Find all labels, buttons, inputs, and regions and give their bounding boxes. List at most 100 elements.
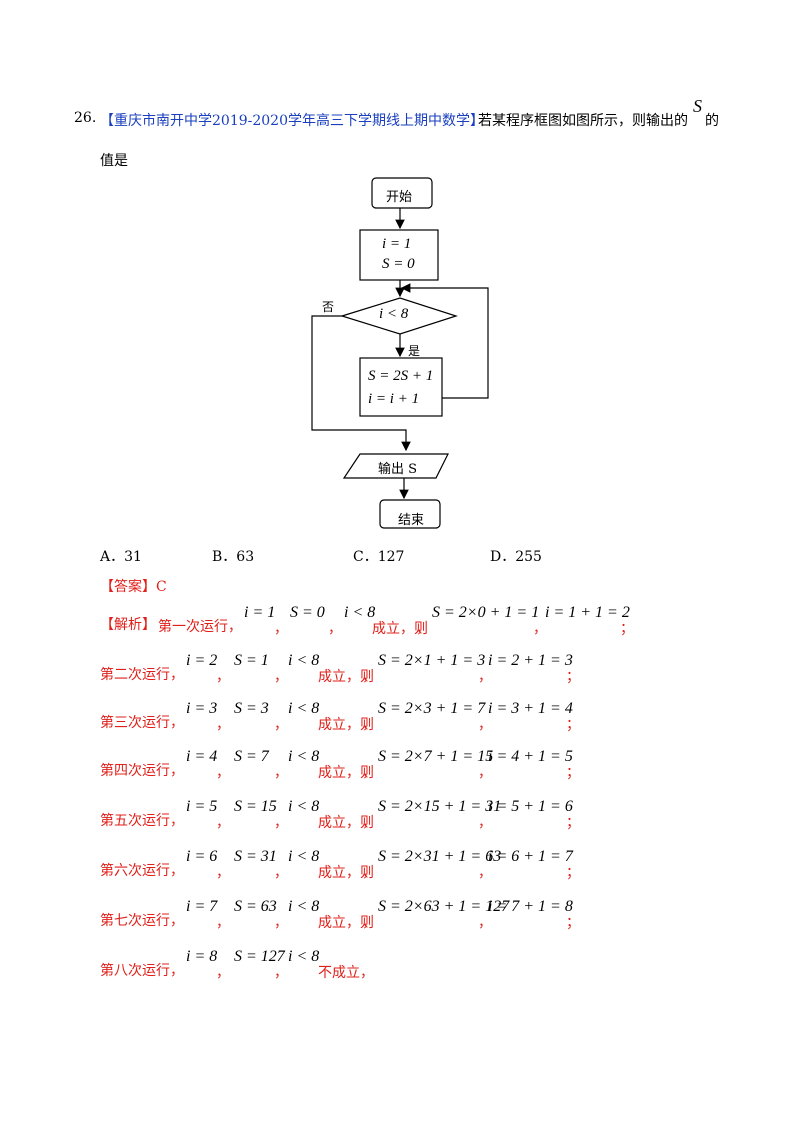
row-comma: ， [216, 915, 230, 931]
row-status: 成立，则 [318, 865, 374, 881]
analysis-label: 【解析】 [100, 617, 156, 633]
row-s: S = 0 [290, 604, 325, 621]
row-s-calc: S = 2×0 + 1 = 1 [432, 604, 540, 621]
row-comma: ， [362, 915, 376, 931]
row-comma: ， [274, 621, 288, 637]
row-s: S = 63 [234, 898, 277, 915]
option-b: B．63 [212, 549, 255, 565]
row-comma: ， [478, 765, 492, 781]
row-comma: ， [274, 965, 288, 981]
row-comma: ， [362, 865, 376, 881]
row-end: ； [620, 621, 634, 637]
decision-diamond [339, 297, 458, 335]
row-i-calc: i = 5 + 1 = 6 [488, 798, 573, 815]
row-i-calc: i = 1 + 1 = 2 [545, 604, 630, 621]
row-comma: ， [274, 865, 288, 881]
row-cond: i < 8 [288, 948, 320, 965]
row-i: i = 1 [244, 604, 276, 621]
answer: 【答案】C [100, 579, 167, 595]
row-i: i = 8 [186, 948, 218, 965]
row-cond: i < 8 [288, 700, 320, 717]
row-comma: ， [216, 865, 230, 881]
row-i: i = 6 [186, 848, 218, 865]
question-var: S [693, 96, 702, 116]
row-status: 成立，则 [318, 717, 374, 733]
flow-no-label: 否 [322, 300, 335, 314]
row-comma: ， [216, 669, 230, 685]
flow-cond-label: i < 8 [379, 306, 409, 322]
flow-body2-label: i = i + 1 [368, 391, 420, 407]
row-cond: i < 8 [288, 898, 320, 915]
option-d: D．255 [490, 549, 542, 565]
row-comma: ， [216, 815, 230, 831]
row-s-calc: S = 2×7 + 1 = 15 [378, 748, 494, 765]
row-end: ； [566, 717, 580, 733]
row-s-calc: S = 2×1 + 1 = 3 [378, 652, 486, 669]
row-prefix: 第二次运行， [100, 667, 184, 683]
row-comma: ， [216, 717, 230, 733]
row-comma: ， [416, 621, 430, 637]
row-cond: i < 8 [288, 798, 320, 815]
row-s: S = 7 [234, 748, 269, 765]
row-comma: ， [274, 815, 288, 831]
row-i: i = 3 [186, 700, 218, 717]
flow-yes-label: 是 [408, 344, 421, 358]
row-comma: ， [362, 815, 376, 831]
question-number: 26. [74, 110, 97, 126]
row-cond: i < 8 [344, 604, 376, 621]
row-i-calc: i = 6 + 1 = 7 [488, 848, 573, 865]
row-i-calc: i = 7 + 1 = 8 [488, 898, 573, 915]
row-comma: ， [274, 765, 288, 781]
row-comma: ， [533, 621, 547, 637]
question-source: 【重庆市南开中学2019-2020学年高三下学期线上期中数学】 [100, 113, 484, 129]
row-comma: ， [328, 621, 342, 637]
row-s-calc: S = 2×31 + 1 = 63 [378, 848, 502, 865]
question-text-end: 的 [705, 113, 719, 129]
loop-body-box [359, 357, 443, 417]
row-comma: ， [362, 669, 376, 685]
row-s: S = 3 [234, 700, 269, 717]
row-comma: ， [274, 717, 288, 733]
row-i-calc: i = 2 + 1 = 3 [488, 652, 573, 669]
row-comma: ， [216, 965, 230, 981]
flowchart [311, 177, 489, 529]
row-s-calc: S = 2×3 + 1 = 7 [378, 700, 486, 717]
row-end: ； [566, 765, 580, 781]
output-parallelogram [342, 453, 449, 479]
question-text: 若某程序框图如图所示，则输出的 [478, 113, 688, 129]
row-prefix: 第六次运行， [100, 863, 184, 879]
row-prefix: 第四次运行， [100, 763, 184, 779]
row-s: S = 127 [234, 948, 285, 965]
row-comma: ， [362, 717, 376, 733]
row-status: 成立，则 [318, 815, 374, 831]
row-comma: ， [478, 815, 492, 831]
row-i: i = 5 [186, 798, 218, 815]
row-status: 成立，则 [372, 621, 428, 637]
row-i: i = 2 [186, 652, 218, 669]
row-i: i = 4 [186, 748, 218, 765]
row-comma: ， [362, 765, 376, 781]
row-prefix: 第一次运行， [158, 619, 242, 635]
flow-output-label: 输出 S [378, 462, 418, 477]
row-i: i = 7 [186, 898, 218, 915]
row-comma: ， [478, 717, 492, 733]
row-comma: ， [216, 765, 230, 781]
end-box [379, 499, 441, 529]
row-s: S = 1 [234, 652, 269, 669]
row-status: 成立，则 [318, 669, 374, 685]
question-line2: 值是 [100, 153, 128, 169]
row-s: S = 15 [234, 798, 277, 815]
row-i-calc: i = 3 + 1 = 4 [488, 700, 573, 717]
flow-init1-label: i = 1 [382, 236, 412, 252]
row-comma: ， [478, 915, 492, 931]
flow-end-label: 结束 [398, 513, 425, 528]
row-cond: i < 8 [288, 848, 320, 865]
row-cond: i < 8 [288, 652, 320, 669]
row-i-calc: i = 4 + 1 = 5 [488, 748, 573, 765]
row-s-calc: S = 2×63 + 1 = 127 [378, 898, 510, 915]
row-s: S = 31 [234, 848, 277, 865]
option-c: C．127 [353, 549, 405, 565]
row-end: ； [566, 815, 580, 831]
flow-body1-label: S = 2S + 1 [368, 368, 434, 384]
row-prefix: 第八次运行， [100, 963, 184, 979]
